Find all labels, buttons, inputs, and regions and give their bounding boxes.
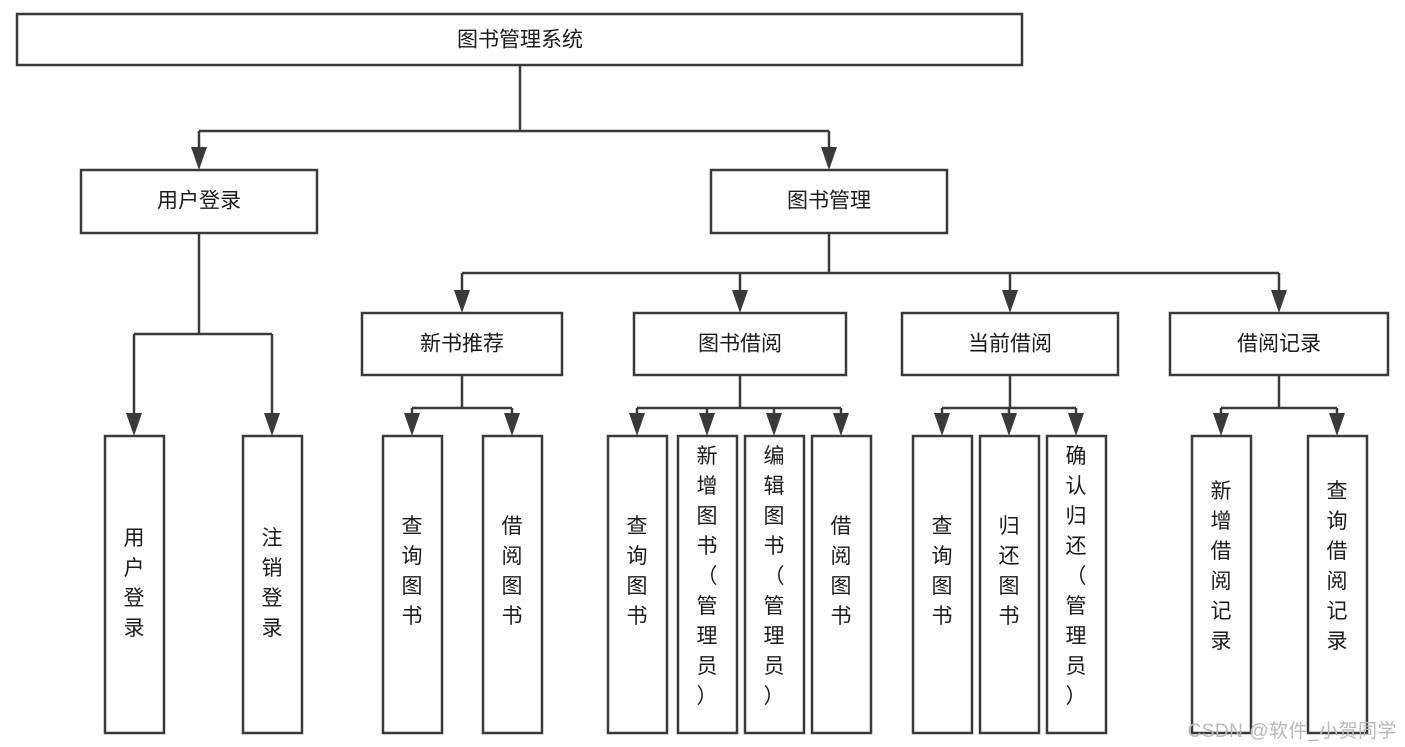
node-user-login[interactable]: 用户登录: [79, 168, 319, 235]
node-borrow-record-box[interactable]: [1168, 311, 1390, 377]
arrow-head-user-login-leaf: [126, 413, 142, 436]
arrow-head-bookborrow-leaf-2: [699, 413, 715, 436]
leaf-node-confirm-return-label: 确认归还（管理员）: [1066, 445, 1087, 708]
leaf-node-query-book-nbr-label: 查询图书: [402, 515, 423, 628]
node-root-box[interactable]: [15, 12, 1024, 67]
leaf-node-query-book-bb-label: 查询图书: [627, 515, 648, 628]
node-book-management-label: 图书管理: [787, 190, 871, 213]
node-book-borrow-box[interactable]: [632, 311, 848, 377]
arrow-head-userlogin: [191, 147, 207, 170]
leaf-node-return-book-box[interactable]: [978, 434, 1041, 735]
arrow-head-borrow-record: [1271, 290, 1287, 313]
leaf-node-query-borrow-record-box[interactable]: [1306, 434, 1369, 735]
leaf-group-user-login: 用户登录 注销登录: [103, 434, 304, 735]
leaf-node-user-login[interactable]: 用户登录: [103, 434, 166, 735]
node-new-book-recommend-box[interactable]: [360, 311, 564, 377]
leaf-node-borrow-book-bb-box[interactable]: [810, 434, 873, 735]
leaf-node-user-login-box[interactable]: [103, 434, 166, 735]
node-new-book-recommend[interactable]: 新书推荐: [360, 311, 564, 377]
leaf-group-borrow-record: 新增借阅记录 查询借阅记录: [1190, 434, 1369, 735]
node-book-borrow-label: 图书借阅: [698, 333, 782, 356]
leaf-node-borrow-book-bb-label: 借阅图书: [831, 515, 852, 628]
leaf-node-add-borrow-record-box[interactable]: [1190, 434, 1253, 735]
node-current-borrow[interactable]: 当前借阅: [900, 311, 1120, 377]
arrow-head-newbook-leaf-1: [404, 413, 420, 436]
leaf-node-edit-book-box[interactable]: [743, 434, 806, 735]
node-current-borrow-label: 当前借阅: [968, 333, 1052, 356]
arrow-head-borrowrecord-leaf-2: [1329, 413, 1345, 436]
arrow-head-bookborrow-leaf-1: [629, 413, 645, 436]
connector-group-root: [191, 65, 837, 170]
connector-group-newbook: [404, 375, 520, 436]
leaf-node-query-borrow-record[interactable]: 查询借阅记录: [1306, 434, 1369, 735]
connector-group-userlogin: [126, 233, 280, 436]
node-borrow-record[interactable]: 借阅记录: [1168, 311, 1390, 377]
leaf-node-query-book-bb[interactable]: 查询图书: [606, 434, 669, 735]
leaf-node-borrow-book-nbr-box[interactable]: [481, 434, 544, 735]
leaf-node-query-book-nbr-box[interactable]: [381, 434, 444, 735]
leaf-node-logout-label: 注销登录: [262, 527, 283, 640]
arrow-head-book-borrow: [732, 290, 748, 313]
leaf-node-add-borrow-record[interactable]: 新增借阅记录: [1190, 434, 1253, 735]
node-book-management-box[interactable]: [709, 168, 949, 235]
leaf-node-query-book-cb[interactable]: 查询图书: [911, 434, 974, 735]
arrow-head-current-borrow: [1002, 290, 1018, 313]
connector-group-currentborrow: [934, 375, 1084, 436]
arrow-head-bookborrow-leaf-3: [766, 413, 782, 436]
leaf-node-borrow-book-bb[interactable]: 借阅图书: [810, 434, 873, 735]
leaf-node-logout[interactable]: 注销登录: [241, 434, 304, 735]
leaf-node-add-book[interactable]: 新增图书（管理员）: [676, 434, 739, 735]
leaf-node-edit-book[interactable]: 编辑图书（管理员）: [743, 434, 806, 735]
node-new-book-recommend-label: 新书推荐: [420, 333, 504, 356]
node-borrow-record-label: 借阅记录: [1237, 333, 1321, 356]
node-user-login-box[interactable]: [79, 168, 319, 235]
connector-group-bookborrow: [629, 375, 849, 436]
leaf-node-confirm-return-box[interactable]: [1045, 434, 1108, 735]
leaf-node-return-book-label: 归还图书: [999, 515, 1020, 628]
node-root[interactable]: 图书管理系统: [15, 12, 1024, 67]
leaf-node-user-login-label: 用户登录: [124, 527, 145, 640]
leaf-group-book-borrow: 查询图书 新增图书（管理员） 编辑图书（管理员） 借阅图书: [606, 434, 873, 735]
leaf-group-current-borrow: 查询图书 归还图书 确认归还（管理员）: [911, 434, 1108, 735]
node-book-borrow[interactable]: 图书借阅: [632, 311, 848, 377]
connector-group-borrowrecord: [1213, 375, 1345, 436]
leaf-node-add-borrow-record-label: 新增借阅记录: [1211, 480, 1232, 653]
node-book-management[interactable]: 图书管理: [709, 168, 949, 235]
leaf-node-query-book-bb-box[interactable]: [606, 434, 669, 735]
leaf-node-confirm-return[interactable]: 确认归还（管理员）: [1045, 434, 1108, 735]
arrow-head-bookborrow-leaf-4: [833, 413, 849, 436]
arrow-head-new-book: [454, 290, 470, 313]
arrow-head-logout-leaf: [264, 413, 280, 436]
leaf-node-edit-book-label: 编辑图书（管理员）: [764, 445, 785, 708]
leaf-node-return-book[interactable]: 归还图书: [978, 434, 1041, 735]
connector-group-bookmgmt: [454, 233, 1287, 313]
arrow-head-newbook-leaf-2: [504, 413, 520, 436]
leaf-node-query-book-cb-box[interactable]: [911, 434, 974, 735]
leaf-node-query-book-nbr[interactable]: 查询图书: [381, 434, 444, 735]
arrow-head-currentborrow-leaf-3: [1068, 413, 1084, 436]
leaf-node-query-book-cb-label: 查询图书: [932, 515, 953, 628]
node-root-label: 图书管理系统: [457, 29, 583, 52]
arrow-head-bookmgmt: [821, 147, 837, 170]
leaf-node-add-book-label: 新增图书（管理员）: [697, 445, 718, 708]
leaf-node-borrow-book-nbr-label: 借阅图书: [502, 515, 523, 628]
arrow-head-currentborrow-leaf-2: [1001, 413, 1017, 436]
leaf-group-new-book-recommend: 查询图书 借阅图书: [381, 434, 544, 735]
node-current-borrow-box[interactable]: [900, 311, 1120, 377]
leaf-node-add-book-box[interactable]: [676, 434, 739, 735]
csdn-watermark: CSDN @软件_小贺同学: [1187, 721, 1397, 742]
node-user-login-label: 用户登录: [157, 190, 241, 213]
leaf-node-logout-box[interactable]: [241, 434, 304, 735]
leaf-node-borrow-book-nbr[interactable]: 借阅图书: [481, 434, 544, 735]
arrow-head-currentborrow-leaf-1: [934, 413, 950, 436]
arrow-head-borrowrecord-leaf-1: [1213, 413, 1229, 436]
leaf-node-query-borrow-record-label: 查询借阅记录: [1327, 480, 1348, 653]
